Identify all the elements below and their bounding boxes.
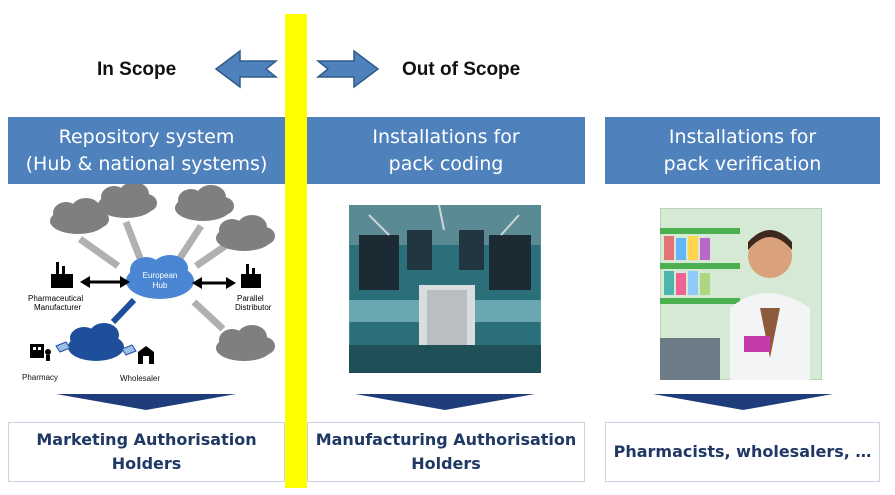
out-of-scope-label: Out of Scope (402, 59, 521, 80)
pharmacy-label: Pharmacy (22, 373, 58, 382)
pack-coding-machine-image (349, 205, 541, 373)
wholesaler-label: Wholesaler (120, 374, 160, 383)
chevron-down-icon (355, 394, 535, 410)
in-scope-label: In Scope (97, 59, 177, 80)
cloud-icon (216, 215, 275, 251)
distributor-factory-icon (241, 264, 261, 288)
pharmacist-image (660, 208, 822, 380)
hub-label-2: Hub (153, 281, 168, 290)
wholesaler-icon (138, 346, 154, 364)
distributor-label-2: Distributor (235, 303, 272, 312)
chevron-down-icon (56, 394, 236, 410)
right-arrow-icon (316, 49, 380, 89)
cloud-icon (216, 325, 275, 361)
national-system-icon (68, 323, 124, 361)
repository-network-diagram: European Hub Pharmaceutical Manufacturer… (22, 184, 275, 383)
pharmacy-icon (30, 344, 51, 361)
chevron-down-icon (653, 394, 833, 410)
scope-divider (285, 14, 307, 488)
manufacturer-factory-icon (51, 262, 73, 288)
hub-label-1: European (143, 271, 178, 280)
manufacturer-label-1: Pharmaceutical (28, 294, 83, 303)
distributor-label-1: Parallel (237, 294, 264, 303)
left-arrow-icon (214, 49, 278, 89)
footer-pharmacists-wholesalers: Pharmacists, wholesalers, … (605, 422, 880, 482)
manufacturer-label-2: Manufacturer (34, 303, 81, 312)
cloud-icon (98, 184, 157, 218)
european-hub-icon (126, 255, 194, 299)
header-repository-system: Repository system(Hub & national systems… (8, 117, 285, 184)
cloud-icon (175, 185, 234, 221)
